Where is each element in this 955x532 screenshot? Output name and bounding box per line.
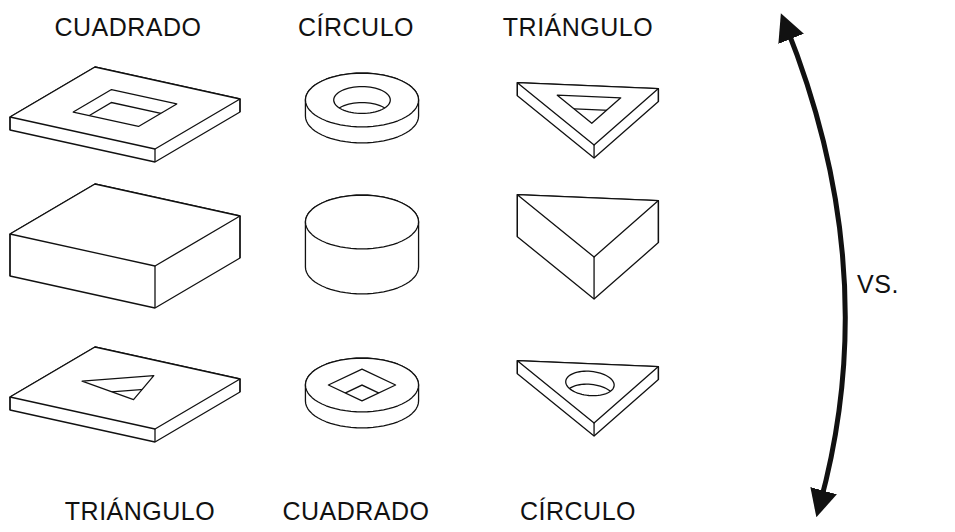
solid-shape: [517, 361, 658, 436]
solid-shape: [305, 358, 418, 428]
shape-silhouette: [517, 83, 658, 158]
top-face: [517, 195, 658, 257]
shape-edge: [593, 145, 594, 158]
shape-silhouette: [10, 67, 240, 162]
column-label: CÍRCULO: [520, 499, 636, 524]
shape-edge: [593, 423, 594, 436]
shape-edge: [239, 216, 240, 258]
top-face: [305, 195, 418, 249]
shape-edge: [517, 361, 518, 374]
solid-shape: [517, 195, 658, 299]
solid-shape: [10, 67, 240, 162]
shape-silhouette: [305, 358, 418, 428]
shape-edge: [658, 367, 659, 380]
solid-shape: [10, 347, 240, 442]
shape-edge: [154, 266, 155, 308]
shape-silhouette: [305, 73, 418, 143]
hole-wall: [328, 385, 395, 417]
shape-edge: [658, 89, 659, 102]
column-label: CUADRADO: [54, 15, 201, 40]
top-face: [10, 347, 240, 429]
shape-edge: [517, 83, 518, 96]
shape-silhouette: [10, 184, 240, 308]
shape-edge: [154, 149, 155, 162]
double-arrow: [786, 26, 845, 504]
hole-outline: [82, 376, 154, 400]
shape-group: [10, 67, 658, 442]
top-face: [517, 361, 658, 423]
shape-edge: [9, 397, 10, 410]
top-face: [10, 184, 240, 266]
shape-silhouette: [517, 361, 658, 436]
column-label: CUADRADO: [282, 499, 429, 524]
hole-outline: [566, 371, 614, 396]
hole-wall: [334, 103, 391, 130]
shape-edge: [239, 99, 240, 112]
hole-wall: [566, 384, 614, 409]
shape-silhouette: [305, 195, 418, 294]
solid-shape: [10, 184, 240, 308]
hole-wall: [73, 103, 177, 140]
solid-shape: [517, 83, 658, 158]
top-face: [517, 83, 658, 145]
column-label: CÍRCULO: [298, 15, 414, 40]
hole-outline: [334, 87, 391, 114]
shape-edge: [658, 201, 659, 243]
hole-wall: [557, 108, 620, 136]
shape-edge: [593, 257, 594, 299]
shape-silhouette: [10, 347, 240, 442]
top-face: [305, 73, 418, 127]
shape-edge: [9, 117, 10, 130]
shape-silhouette: [517, 195, 658, 299]
versus-label: VS.: [857, 272, 899, 297]
shape-edge: [239, 379, 240, 392]
solid-shape: [305, 73, 418, 143]
hole-wall: [82, 389, 154, 413]
solid-shape: [305, 195, 418, 294]
shape-edge: [517, 195, 518, 237]
top-face: [10, 67, 240, 149]
hole-outline: [73, 90, 177, 127]
shape-edge: [154, 429, 155, 442]
column-label: TRIÁNGULO: [503, 15, 653, 40]
column-label: TRIÁNGULO: [65, 499, 215, 524]
shape-edge: [9, 234, 10, 276]
